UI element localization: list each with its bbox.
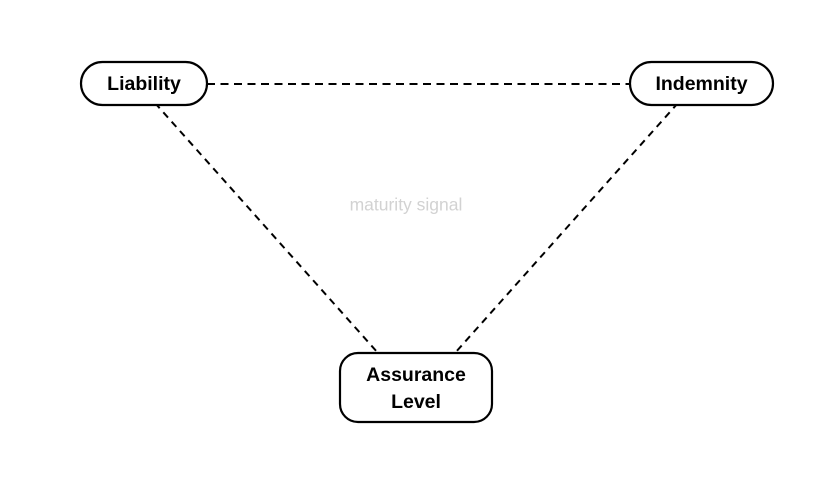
edge-indemnity-assurance[interactable]	[454, 102, 679, 354]
edge-caption-maturity-signal: maturity signal	[350, 195, 463, 215]
edge-liability-assurance[interactable]	[154, 102, 379, 354]
node-assurance-level-shape[interactable]	[338, 351, 494, 424]
edge-group	[154, 83, 679, 354]
node-assurance-level-label-line2: Level	[391, 391, 441, 413]
node-liability[interactable]: Liability	[79, 60, 209, 107]
node-indemnity[interactable]: Indemnity	[628, 60, 775, 107]
node-liability-label: Liability	[107, 73, 181, 95]
node-assurance-level-label-line1: Assurance	[366, 364, 466, 386]
node-assurance-level[interactable]: Assurance Level	[338, 351, 494, 424]
node-liability-shape[interactable]	[79, 60, 209, 107]
node-indemnity-shape[interactable]	[628, 60, 775, 107]
node-indemnity-label: Indemnity	[655, 73, 747, 95]
